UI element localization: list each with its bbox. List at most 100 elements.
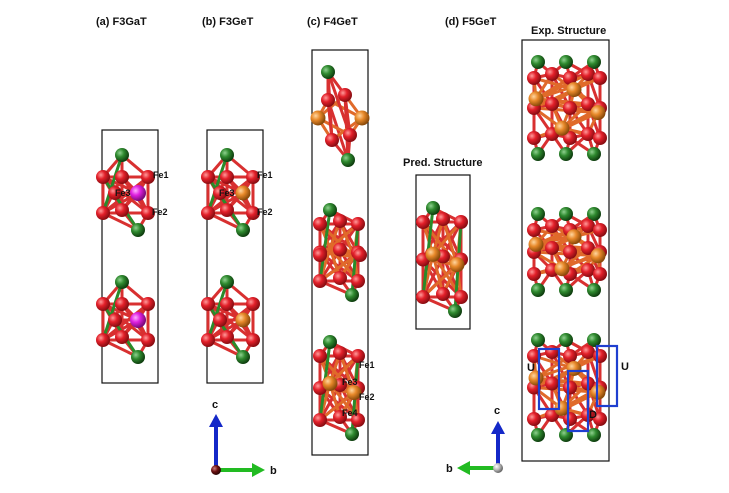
- te-atom: [587, 147, 601, 161]
- fe-atom: [201, 333, 215, 347]
- fe-atom: [115, 330, 129, 344]
- fe-atom: [563, 412, 577, 426]
- fe-atom: [115, 297, 129, 311]
- fe-atom: [321, 93, 335, 107]
- te-atom: [587, 428, 601, 442]
- te-atom: [531, 428, 545, 442]
- fe-atom: [545, 97, 559, 111]
- ge-atom: [528, 91, 544, 107]
- panel-title-d: (d) F5GeT: [445, 16, 497, 28]
- atom-label-a-fe3: Fe3: [115, 188, 131, 198]
- te-atom: [531, 333, 545, 347]
- ge-atom: [590, 105, 606, 121]
- fe-atom: [581, 263, 595, 277]
- fe-atom: [353, 248, 367, 262]
- panel-title-b: (b) F3GeT: [202, 16, 254, 28]
- fe-atom: [593, 349, 607, 363]
- bond: [101, 153, 124, 215]
- fe-atom: [545, 67, 559, 81]
- fe-atom: [96, 170, 110, 184]
- te-atom: [131, 223, 145, 237]
- fe-atom: [220, 203, 234, 217]
- fe-atom: [96, 333, 110, 347]
- fe-atom: [201, 170, 215, 184]
- axis-label-b-right: b: [446, 463, 453, 475]
- ge-atom: [425, 246, 441, 262]
- ge-atom: [235, 185, 251, 201]
- te-atom: [115, 275, 129, 289]
- fe-atom: [220, 330, 234, 344]
- fe-atom: [213, 186, 227, 200]
- fe-atom: [333, 242, 347, 257]
- ge-atom: [528, 236, 544, 252]
- fe-atom: [313, 248, 327, 262]
- fe-atom: [527, 131, 541, 145]
- te-atom: [531, 283, 545, 297]
- axis-triad-left: c b: [209, 399, 277, 477]
- fe-atom: [333, 271, 347, 285]
- fe-atom: [351, 217, 365, 231]
- fe-atom: [351, 349, 365, 363]
- atom-label-a-fe1: Fe1: [153, 170, 169, 180]
- fe-atom: [581, 97, 595, 111]
- fe-atom: [581, 127, 595, 141]
- axis-label-c-right: c: [494, 405, 500, 417]
- cell-box-pred: [415, 174, 471, 330]
- fe-atom: [545, 219, 559, 233]
- fe-atom: [351, 413, 365, 427]
- ge-atom: [566, 361, 582, 376]
- fe-atom: [96, 297, 110, 311]
- fe-atom: [333, 410, 347, 424]
- te-atom: [587, 55, 601, 69]
- fe-atom: [351, 274, 365, 288]
- fe-atom: [563, 380, 577, 395]
- te-atom: [559, 283, 573, 297]
- bond: [206, 153, 229, 215]
- fe-atom: [313, 274, 327, 288]
- highlight-u-left: [537, 347, 561, 411]
- exp-structure-label: Exp. Structure: [531, 25, 606, 37]
- fe-atom: [141, 297, 155, 311]
- ge-atom: [554, 261, 570, 277]
- bond: [206, 175, 255, 215]
- te-atom: [587, 207, 601, 221]
- fe-atom: [246, 206, 260, 220]
- te-atom: [341, 153, 355, 167]
- bond: [101, 302, 150, 342]
- fe-atom: [527, 349, 541, 363]
- ga-atom: [130, 185, 146, 201]
- atom-label-a-fe2: Fe2: [152, 207, 168, 217]
- fe-atom: [593, 412, 607, 426]
- fe-atom: [325, 133, 339, 147]
- fe-atom: [527, 223, 541, 237]
- te-atom: [321, 65, 335, 79]
- fe-atom: [115, 170, 129, 184]
- fe-atom: [416, 290, 430, 304]
- fe-atom: [333, 214, 347, 228]
- te-atom: [559, 333, 573, 347]
- te-atom: [115, 148, 129, 162]
- te-atom: [220, 275, 234, 289]
- fe-atom: [313, 413, 327, 427]
- fe-atom: [141, 170, 155, 184]
- axis-label-b-left: b: [270, 465, 277, 477]
- te-atom: [323, 203, 337, 217]
- ge-atom: [566, 82, 582, 98]
- axis-triad-right: c b: [446, 405, 505, 475]
- fe-atom: [563, 245, 577, 259]
- te-atom: [220, 148, 234, 162]
- fe-atom: [581, 219, 595, 233]
- fe-atom: [220, 297, 234, 311]
- ge-atom: [449, 257, 465, 273]
- fe-atom: [454, 215, 468, 229]
- fe-atom: [527, 71, 541, 85]
- fe-atom: [436, 212, 450, 226]
- fe-atom: [581, 345, 595, 359]
- fe-atom: [141, 333, 155, 347]
- panel-title-a: (a) F3GaT: [96, 16, 147, 28]
- fe-atom: [213, 313, 227, 327]
- fe-atom: [593, 223, 607, 237]
- unit-cell-boxes: [101, 39, 610, 462]
- bond: [326, 70, 352, 137]
